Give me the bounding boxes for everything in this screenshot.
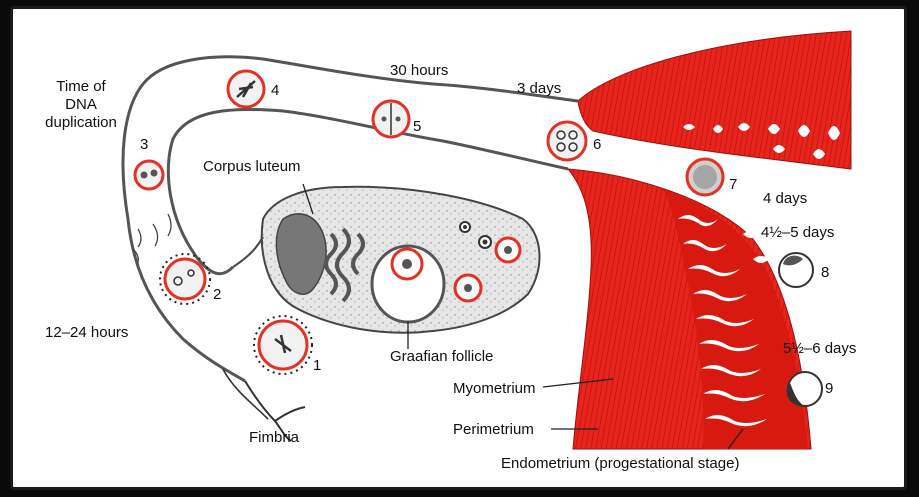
label-fimbria: Fimbria — [249, 429, 300, 446]
label-4-5-days: 4½–5 days — [761, 224, 834, 241]
stage-8-blastocyst — [779, 253, 813, 287]
diagram-frame: Time of DNA duplication 30 hours 3 days … — [10, 6, 907, 490]
stage-7-late-morula — [687, 159, 723, 195]
stage-number-7: 7 — [729, 176, 737, 193]
label-5-6-days: 5½–6 days — [783, 340, 856, 357]
stage-number-4: 4 — [271, 82, 279, 99]
stage-number-2: 2 — [213, 286, 221, 303]
stage-6-morula — [548, 122, 586, 160]
fimbria-tail — [223, 369, 268, 419]
label-duplication: duplication — [45, 114, 117, 131]
label-myometrium: Myometrium — [453, 380, 536, 397]
label-3-days: 3 days — [517, 80, 561, 97]
stage-number-1: 1 — [313, 357, 321, 374]
label-time-of: Time of — [56, 78, 106, 95]
stage-number-3: 3 — [140, 136, 148, 153]
label-perimetrium: Perimetrium — [453, 421, 534, 438]
fimbrial-wisps — [133, 214, 171, 265]
embryo-development-diagram: Time of DNA duplication 30 hours 3 days … — [13, 9, 904, 487]
stage-4-division — [228, 71, 264, 107]
stage-1-ovum — [254, 316, 312, 374]
stage-9-implantation — [787, 372, 822, 406]
highlighted-follicle-a — [496, 238, 520, 262]
stage-3-pronuclei — [135, 161, 163, 189]
ovarian-ligament — [233, 237, 263, 267]
stage-5-two-cell — [373, 101, 409, 137]
stage-number-8: 8 — [821, 264, 829, 281]
uterus-fundus — [578, 31, 851, 169]
stage-number-9: 9 — [825, 380, 833, 397]
label-corpus-luteum: Corpus luteum — [203, 158, 301, 175]
label-4-days: 4 days — [763, 190, 807, 207]
label-endometrium: Endometrium (progestational stage) — [501, 455, 739, 472]
ovum-in-follicle — [392, 249, 422, 279]
stage-number-6: 6 — [593, 136, 601, 153]
label-graafian-follicle: Graafian follicle — [390, 348, 493, 365]
label-30-hours: 30 hours — [390, 62, 448, 79]
highlighted-follicle-b — [455, 275, 481, 301]
label-dna: DNA — [65, 96, 97, 113]
label-12-24-hours: 12–24 hours — [45, 324, 128, 341]
stage-2-fertilization — [160, 254, 210, 304]
stage-number-5: 5 — [413, 118, 421, 135]
